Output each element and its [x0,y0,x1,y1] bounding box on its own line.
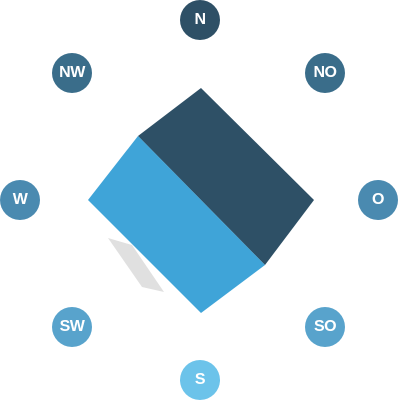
direction-s-button[interactable]: S [180,360,220,400]
direction-so-button[interactable]: SO [305,307,345,347]
direction-no-button[interactable]: NO [305,53,345,93]
direction-w-button[interactable]: W [0,180,40,220]
cube-shadow [108,238,164,292]
direction-s-label: S [194,371,206,388]
direction-so-label: SO [313,318,337,335]
direction-sw-button[interactable]: SW [52,307,92,347]
cube-top-face[interactable] [138,88,314,265]
direction-sw-label: SW [59,318,85,335]
direction-w-label: W [12,191,28,208]
direction-no-label: NO [313,64,338,81]
cube-front-face[interactable] [88,136,265,313]
direction-nw-button[interactable]: NW [52,53,92,93]
direction-o-label: O [372,191,384,208]
direction-nw-label: NW [59,64,85,81]
direction-o-button[interactable]: O [358,180,398,220]
direction-n-button[interactable]: N [180,0,220,40]
direction-n-label: N [194,11,206,28]
